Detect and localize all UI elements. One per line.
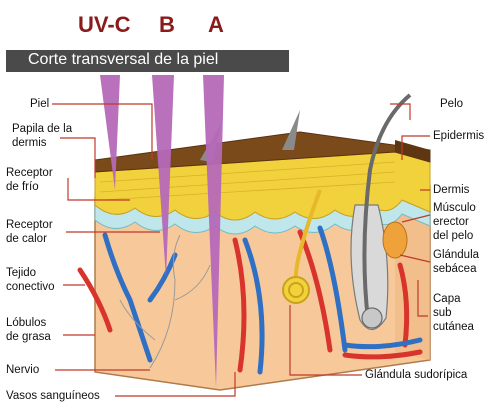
label-piel: Piel <box>30 97 49 111</box>
uv-a-label: A <box>208 12 224 38</box>
page-title: Corte transversal de la piel <box>28 51 218 69</box>
label-pelo: Pelo <box>440 97 463 111</box>
label-glandula-sudoripara: Glándula sudorípica <box>365 368 467 382</box>
label-papila: Papila de la dermis <box>12 122 72 150</box>
uv-b-label: B <box>159 12 175 38</box>
hair-bulb <box>362 308 382 328</box>
label-lobulos: Lóbulos de grasa <box>6 316 51 344</box>
label-glandula-sebacea: Glándula sebácea <box>433 248 479 276</box>
label-dermis: Dermis <box>433 183 469 197</box>
label-capa: Capa sub cutánea <box>433 292 474 334</box>
label-epidermis: Epidermis <box>433 129 484 143</box>
label-vasos: Vasos sanguíneos <box>6 389 100 403</box>
title-banner: Corte transversal de la piel <box>6 50 289 72</box>
label-musculo: Músculo erector del pelo <box>433 201 476 243</box>
sebaceous-gland <box>383 222 407 258</box>
sweat-gland-coil <box>283 277 309 303</box>
label-tejido: Tejido conectivo <box>6 266 55 294</box>
label-receptor-frio: Receptor de frío <box>6 166 53 194</box>
label-receptor-calor: Receptor de calor <box>6 218 53 246</box>
uv-c-label: UV-C <box>78 12 131 38</box>
label-nervio: Nervio <box>6 363 39 377</box>
